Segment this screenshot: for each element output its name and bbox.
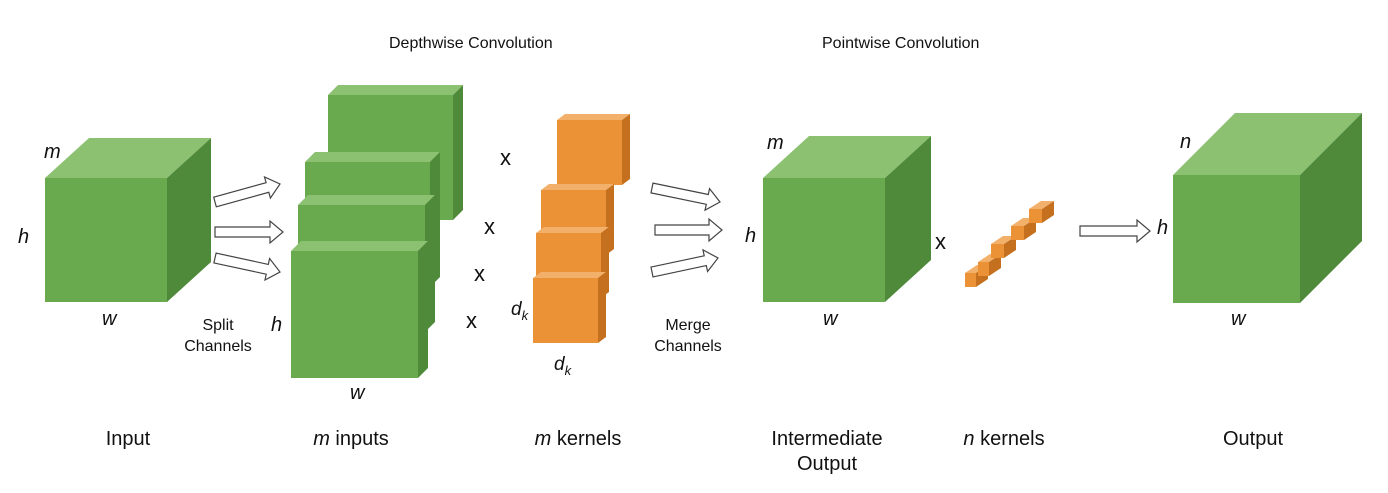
- input-height-label: h: [18, 226, 30, 248]
- m-inputs-caption: m inputs: [313, 428, 389, 450]
- pointwise-kernel-3: [991, 236, 1016, 258]
- output-caption: Output: [1222, 428, 1284, 450]
- m-kernels-caption: m kernels: [534, 428, 622, 450]
- kernel-back: [557, 114, 630, 185]
- pointwise-convolution-header: Pointwise Convolution: [822, 35, 980, 52]
- multiply-operator-2: x: [484, 214, 495, 239]
- inputs-height-label: h: [271, 314, 283, 336]
- split-arrow-2: [214, 219, 284, 245]
- kernel-width-label: dk: [554, 354, 572, 378]
- depthwise-convolution-header: Depthwise Convolution: [389, 35, 553, 52]
- split-arrow-1: [212, 175, 281, 208]
- n-kernels-caption: n kernels: [963, 428, 1045, 450]
- intermediate-width-label: w: [823, 308, 838, 330]
- merge-arrow-1: [650, 182, 721, 212]
- merge-arrow-2: [654, 217, 723, 243]
- pointwise-kernel-5: [1029, 201, 1054, 223]
- input-caption: Input: [105, 428, 151, 450]
- kernel-height-label: dk: [511, 299, 529, 323]
- input-depth-label: m: [44, 141, 61, 163]
- merge-arrow-3: [650, 248, 719, 278]
- input-cube: [45, 138, 211, 302]
- multiply-operator-1: x: [500, 145, 511, 170]
- intermediate-height-label: h: [745, 225, 757, 247]
- output-cube: [1173, 113, 1362, 303]
- output-depth-label: n: [1180, 131, 1192, 153]
- input-width-label: w: [102, 308, 117, 330]
- intermediate-depth-label: m: [767, 132, 784, 154]
- split-arrow-3: [213, 252, 281, 282]
- multiply-operator-5: x: [935, 229, 946, 254]
- inputs-width-label: w: [350, 382, 365, 404]
- output-width-label: w: [1231, 308, 1246, 330]
- intermediate-cube: [763, 136, 931, 302]
- input-slice-front: [291, 241, 428, 378]
- output-height-label: h: [1157, 217, 1169, 239]
- output-arrow: [1079, 218, 1151, 244]
- kernel-front: [533, 272, 606, 343]
- multiply-operator-3: x: [474, 261, 485, 286]
- multiply-operator-4: x: [466, 308, 477, 333]
